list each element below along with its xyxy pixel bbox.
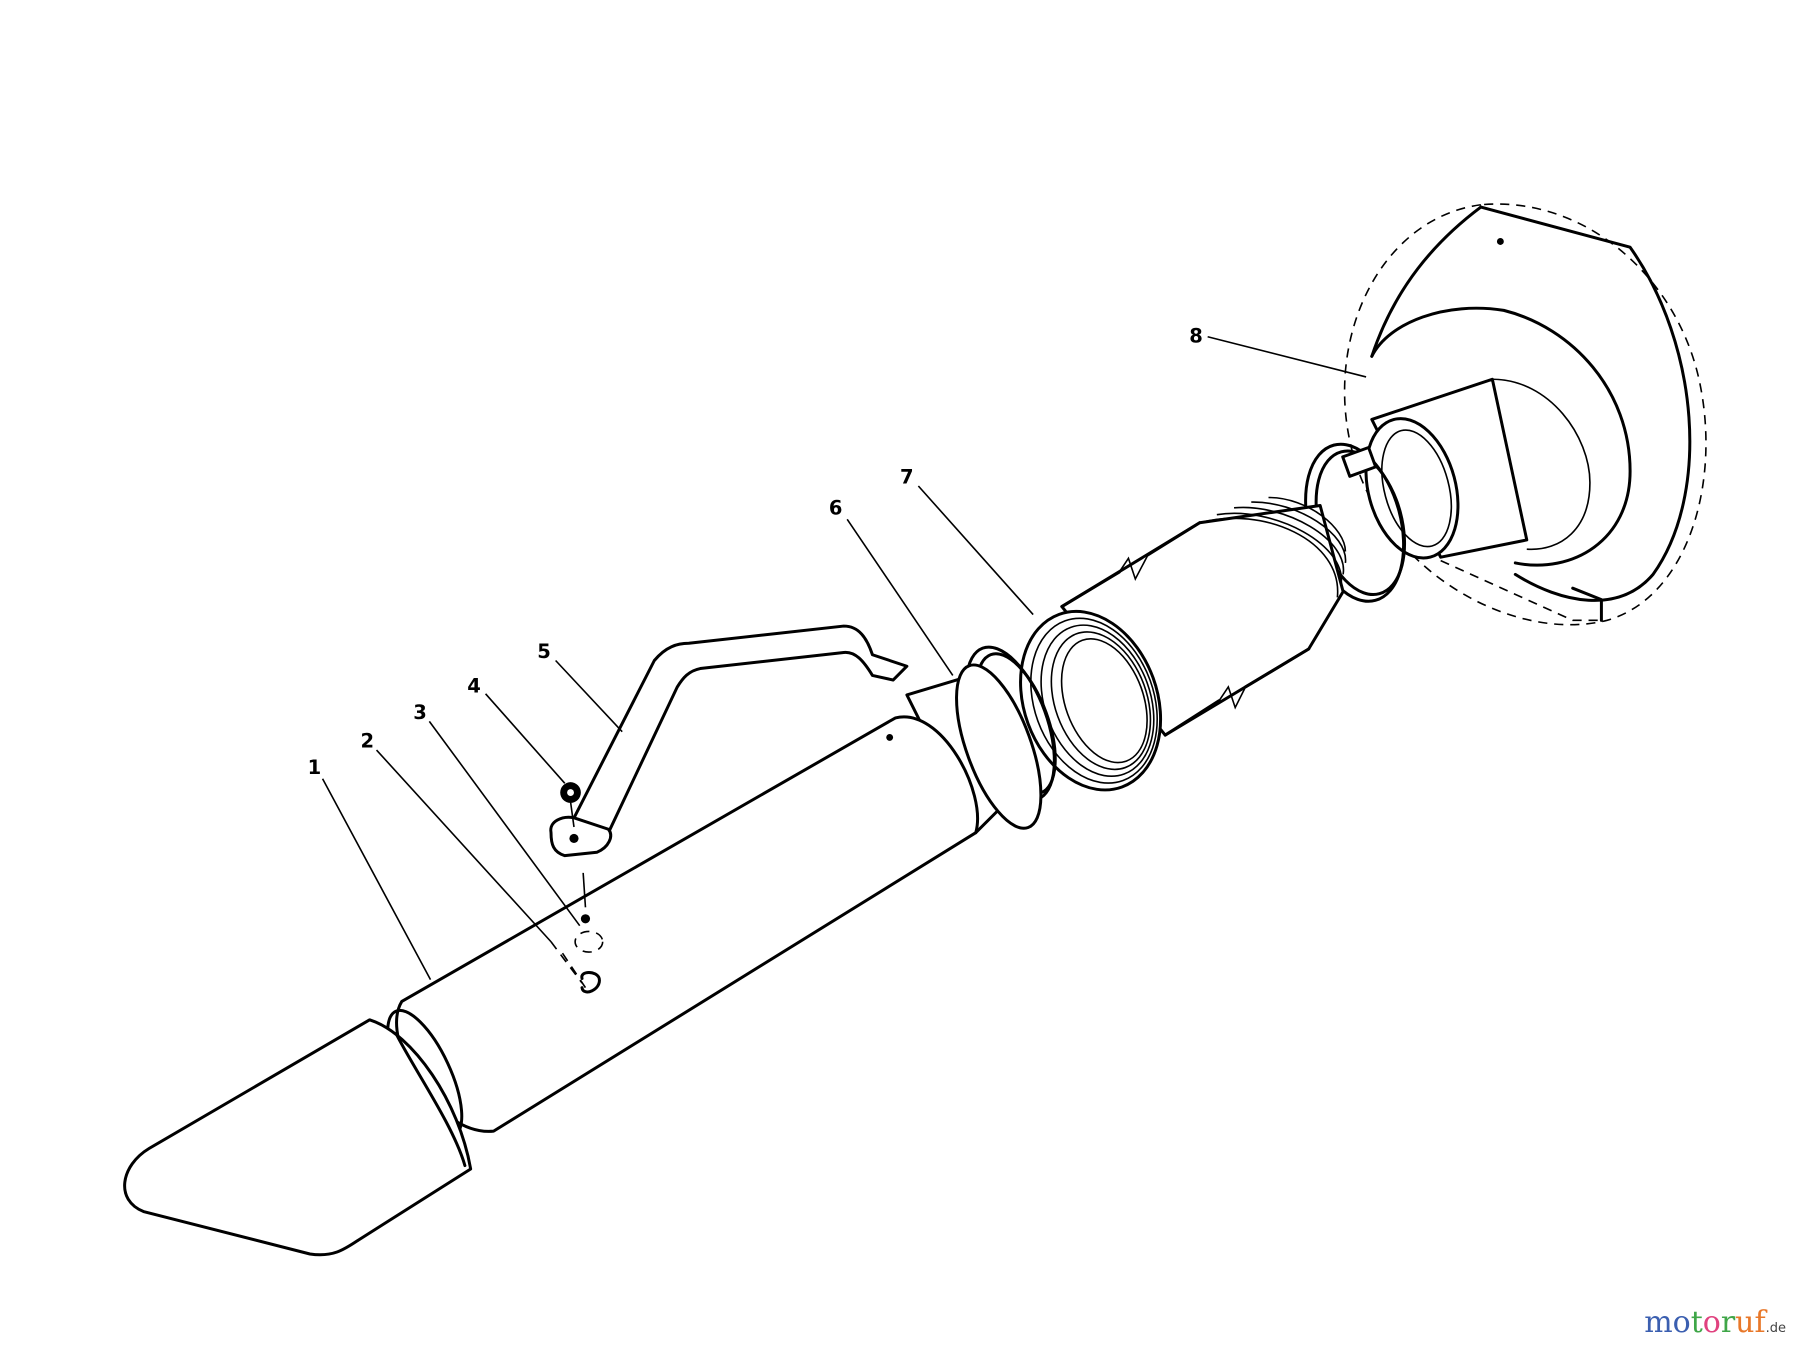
watermark-letter: m xyxy=(1644,1305,1673,1340)
watermark-letter: u xyxy=(1735,1305,1755,1340)
callout-2: 2 xyxy=(360,730,374,753)
callout-1: 1 xyxy=(308,756,322,779)
callout-7: 7 xyxy=(900,466,914,489)
watermark-suffix: .de xyxy=(1765,1321,1786,1336)
callout-4: 4 xyxy=(467,675,481,698)
watermark-letter: t xyxy=(1690,1305,1703,1340)
callout-3: 3 xyxy=(413,701,427,724)
nozzle xyxy=(123,1018,473,1257)
watermark-letter: o xyxy=(1702,1305,1721,1340)
watermark-text: motoruf xyxy=(1644,1305,1765,1340)
leader-lines xyxy=(321,335,1367,984)
watermark-letter: r xyxy=(1720,1305,1736,1340)
callout-8: 8 xyxy=(1189,325,1203,348)
outlet-collar xyxy=(1364,377,1529,560)
watermark-letter: f xyxy=(1754,1305,1766,1340)
watermark-logo: motoruf.de xyxy=(1644,1305,1786,1340)
callout-6: 6 xyxy=(829,497,843,520)
hardware xyxy=(560,782,604,994)
callout-5: 5 xyxy=(537,640,551,663)
watermark-letter: o xyxy=(1672,1305,1691,1340)
main-tube xyxy=(386,715,979,1139)
support-bracket xyxy=(549,624,909,858)
blower-housing xyxy=(1343,203,1707,626)
